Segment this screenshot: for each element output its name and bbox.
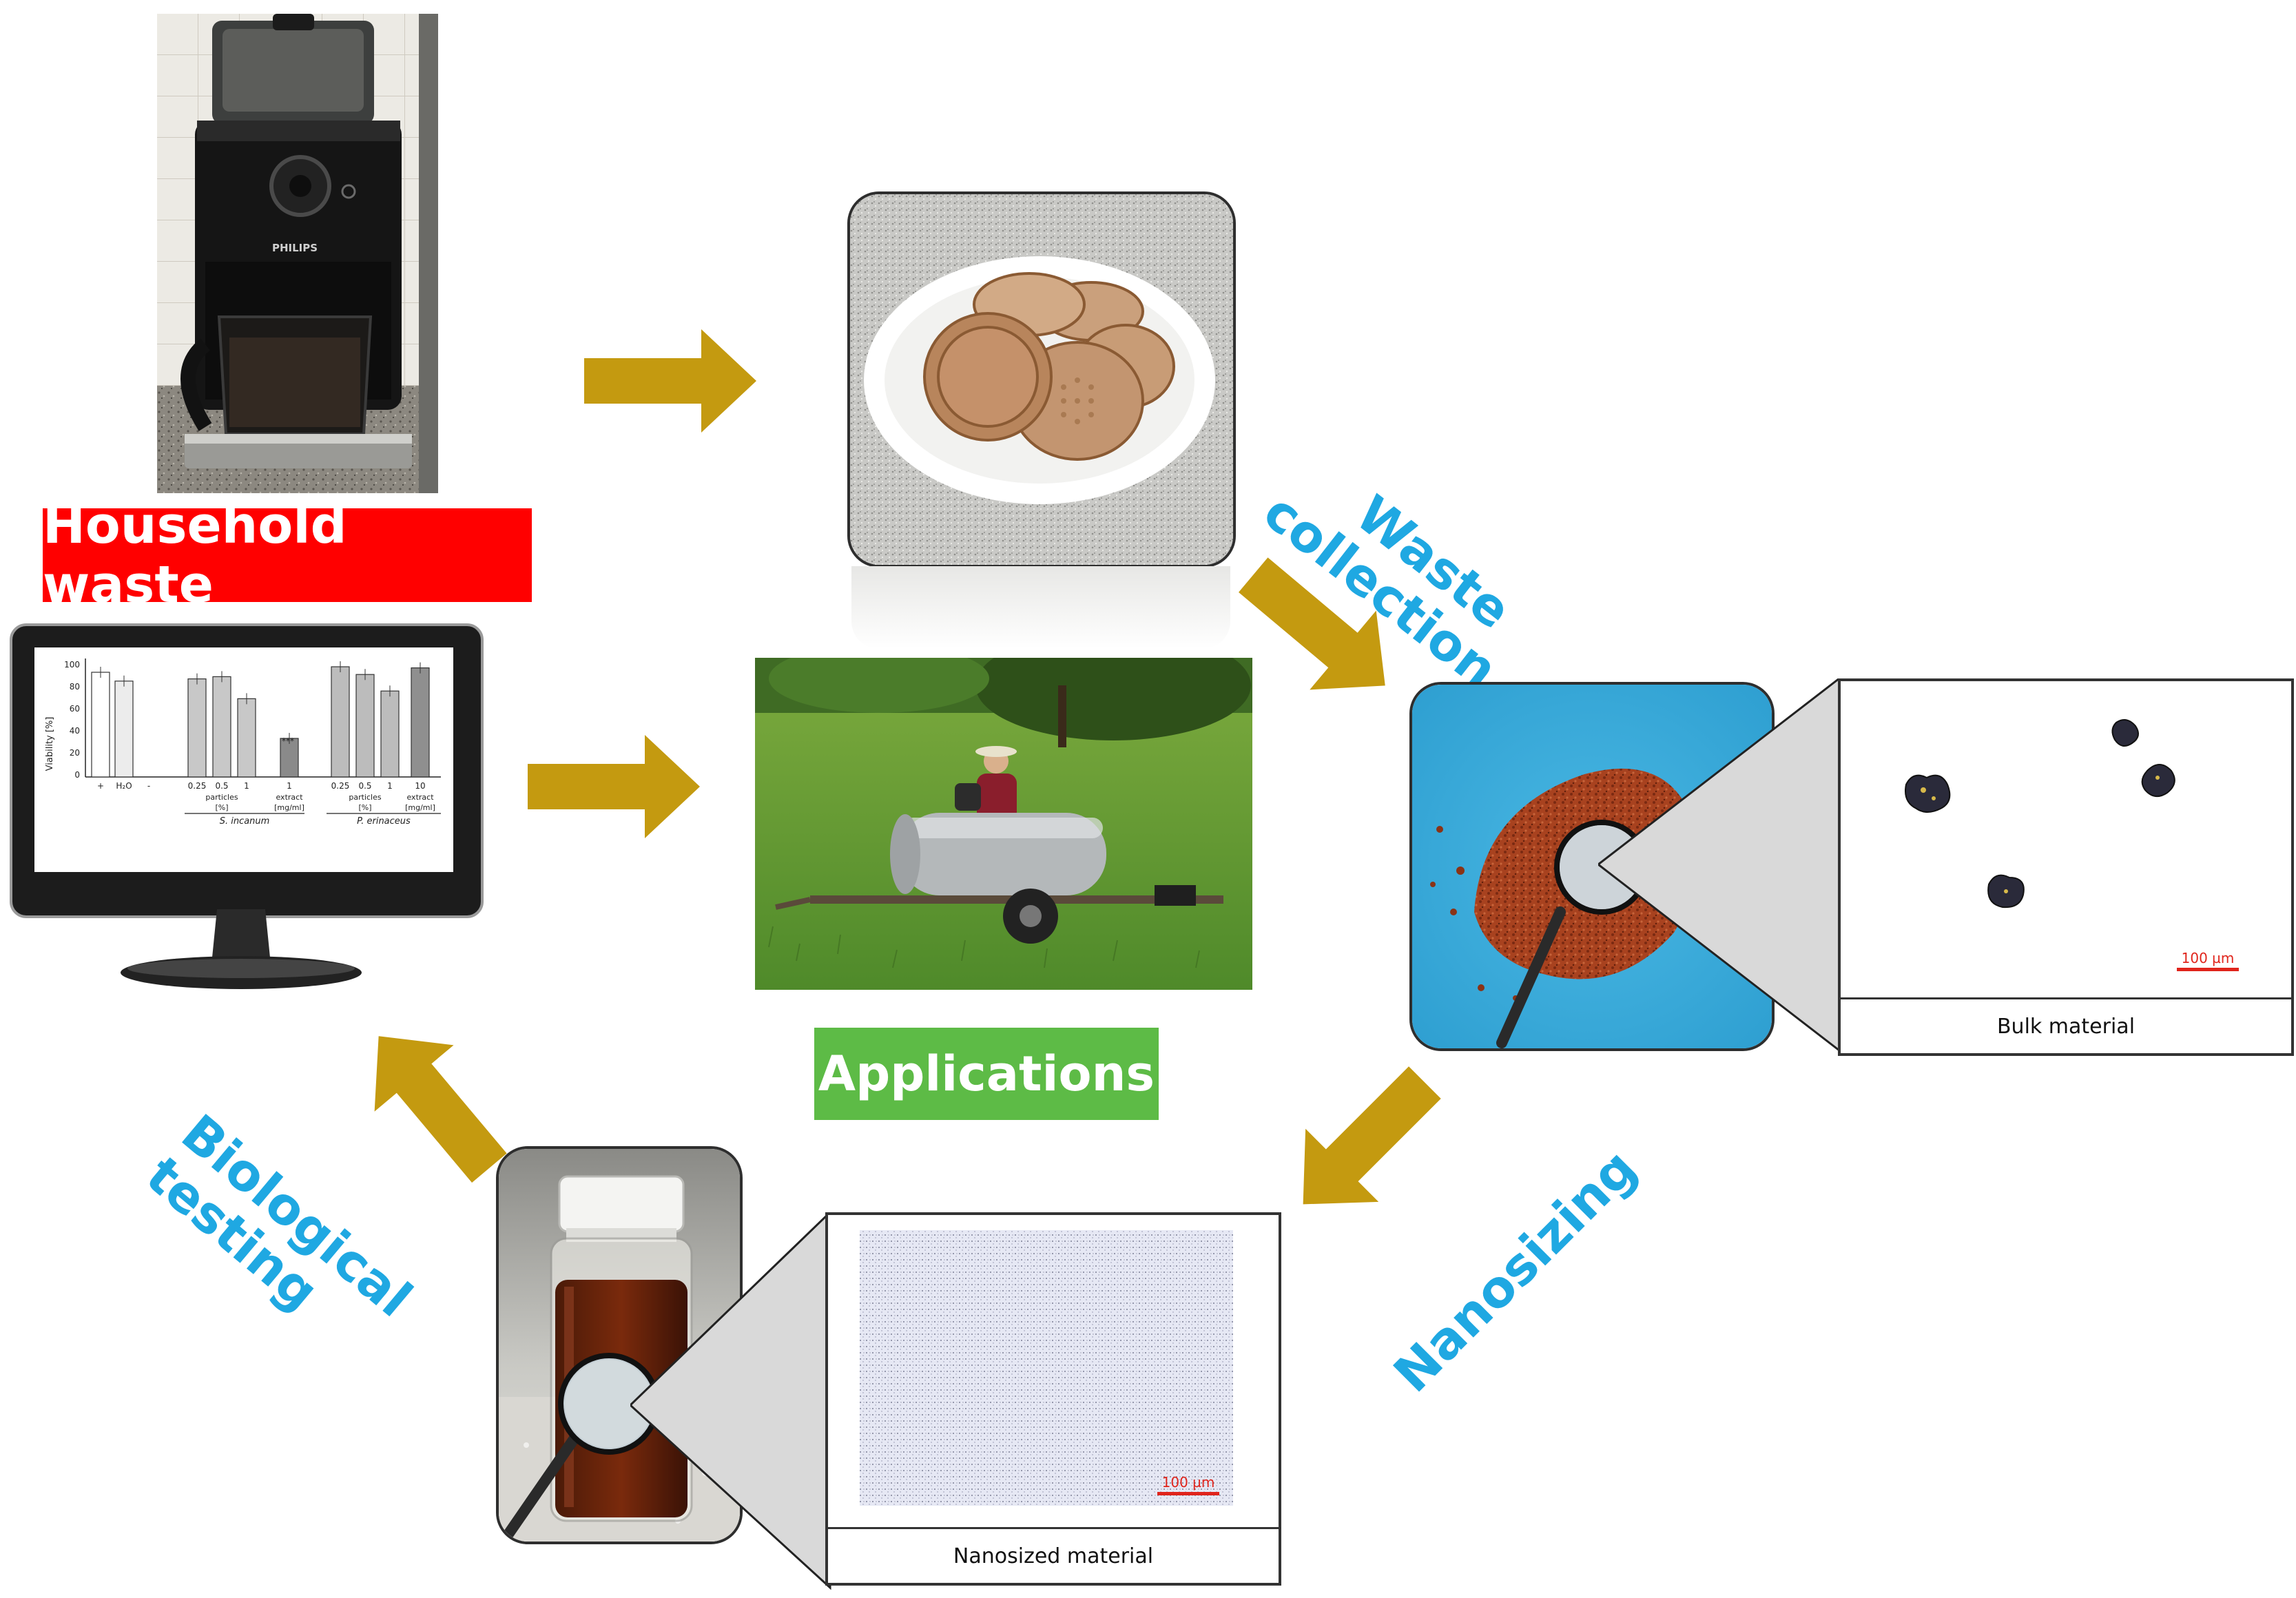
brand-logo-text: PHILIPS — [272, 242, 318, 254]
viability-chart: Viability [%] 100 80 60 40 20 0 *** + H₂… — [45, 658, 441, 827]
x-tick-minus: - — [147, 781, 150, 791]
coffee-machine-photo: PHILIPS — [157, 14, 438, 493]
y-tick-80: 80 — [70, 682, 80, 692]
applications-text: Applications — [818, 1046, 1155, 1102]
chart-bar — [114, 681, 134, 778]
pe-extract-label: extract — [406, 793, 434, 802]
significance-mark: *** — [282, 736, 294, 746]
sa-species-label: S. incanum — [220, 816, 270, 827]
household-waste-label: Household waste — [43, 496, 532, 614]
chart-bar — [187, 678, 207, 778]
nano-scale-bar: 100 µm — [1157, 1474, 1219, 1495]
cookies-reflection — [851, 566, 1230, 649]
bulk-scale-line — [2177, 968, 2239, 971]
chart-bar — [237, 698, 256, 778]
bars-layer — [91, 661, 430, 778]
cookies-photo — [847, 191, 1236, 568]
household-waste-text: Household waste — [43, 496, 347, 614]
x-tick-h2o: H₂O — [116, 781, 132, 791]
zoom-wedge-nano — [630, 1212, 831, 1590]
x-tick-pe-1: 0.25 — [331, 781, 350, 791]
bulk-scale-bar: 100 µm — [2177, 950, 2239, 971]
x-tick-sa-3: 1 — [244, 781, 249, 791]
chart-bar — [380, 690, 400, 778]
nano-scale-text: 100 µm — [1161, 1474, 1215, 1491]
pe-particles-unit: [%] — [358, 803, 371, 812]
chart-bar — [411, 667, 430, 778]
arrow-down-right — [1239, 557, 1385, 690]
y-tick-40: 40 — [70, 726, 80, 736]
y-tick-0: 0 — [74, 770, 80, 780]
x-tick-pe-2: 0.5 — [358, 781, 371, 791]
y-tick-60: 60 — [70, 704, 80, 714]
bulk-caption: Bulk material — [1841, 997, 2291, 1053]
nano-micrograph-image — [860, 1230, 1233, 1506]
field-sprayer-photo — [755, 658, 1252, 990]
pe-species-label: P. erinaceus — [357, 816, 411, 827]
applications-label: Applications — [814, 1028, 1159, 1120]
chart-bar — [331, 666, 350, 778]
sa-particles-label: particles — [205, 793, 238, 802]
nano-scale-line — [1157, 1492, 1219, 1495]
y-axis-label: Viability [%] — [45, 717, 55, 771]
x-tick-plus: + — [97, 781, 104, 791]
bulk-micrograph-image — [1841, 681, 2291, 991]
x-tick-pe-3: 1 — [387, 781, 393, 791]
monitor-screen: Viability [%] 100 80 60 40 20 0 *** + H₂… — [34, 647, 453, 872]
chart-bar — [280, 738, 299, 778]
arrow-down-left — [1303, 1066, 1441, 1205]
x-tick-sa-1: 0.25 — [188, 781, 207, 791]
sa-extract-unit: [mg/ml] — [274, 803, 304, 812]
chart-bar — [355, 674, 375, 778]
arrow-up-left — [374, 1036, 507, 1183]
chart-bar — [212, 676, 231, 778]
pe-extract-unit: [mg/ml] — [405, 803, 435, 812]
y-tick-20: 20 — [70, 748, 80, 758]
bulk-scale-text: 100 µm — [2181, 950, 2235, 966]
sa-extract-label: extract — [276, 793, 303, 802]
arrow-right-middle — [528, 735, 700, 838]
nano-micrograph-panel: 100 µm Nanosized material — [825, 1212, 1281, 1586]
arrow-right-top — [584, 329, 756, 433]
x-tick-pe-4: 10 — [415, 781, 425, 791]
pe-particles-label: particles — [349, 793, 381, 802]
y-tick-100: 100 — [64, 660, 80, 670]
sa-particles-unit: [%] — [215, 803, 228, 812]
bulk-micrograph-panel: 100 µm Bulk material — [1838, 678, 2294, 1056]
zoom-wedge-bulk — [1598, 678, 1841, 1053]
nano-caption: Nanosized material — [828, 1527, 1279, 1583]
bulk-caption-text: Bulk material — [1996, 1014, 2135, 1039]
x-tick-sa-2: 0.5 — [215, 781, 228, 791]
monitor-stand — [121, 909, 362, 989]
nano-caption-text: Nanosized material — [953, 1544, 1154, 1568]
x-tick-sa-4: 1 — [287, 781, 292, 791]
chart-bar — [91, 672, 110, 778]
